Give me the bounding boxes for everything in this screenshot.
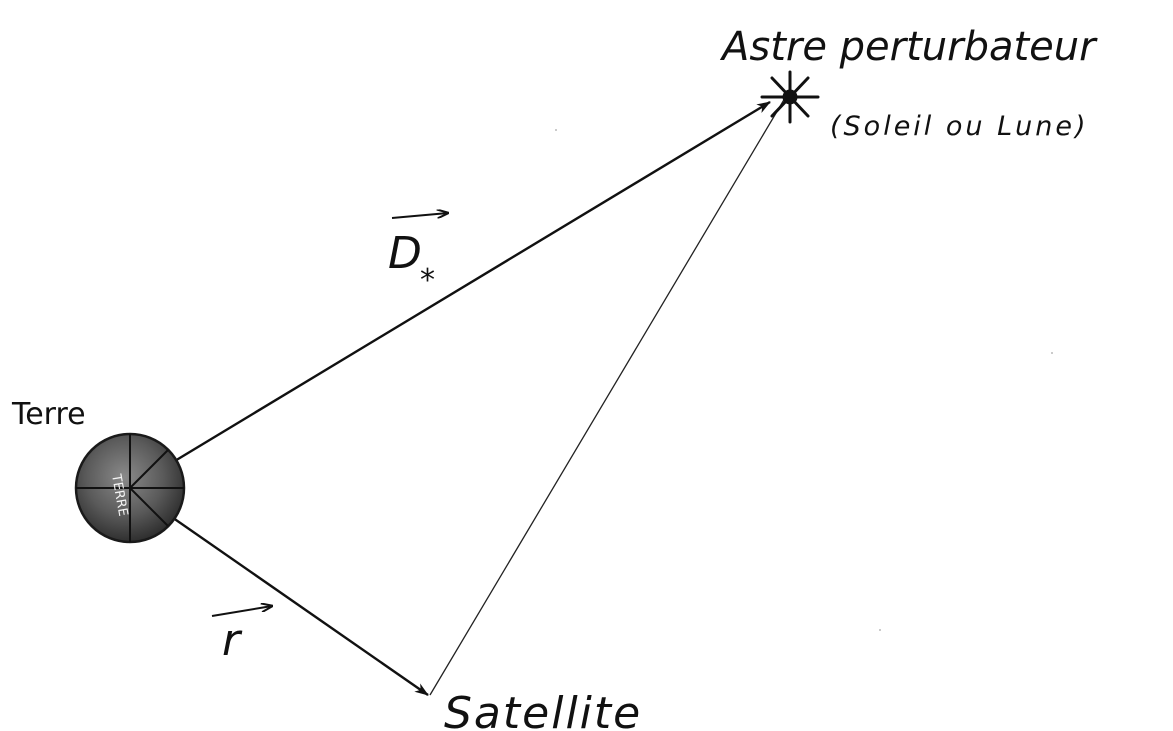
perturbing-body-label: Astre perturbateur — [719, 24, 1098, 70]
perturbing-body-note: (Soleil ou Lune) — [830, 111, 1089, 142]
satellite-to-body-line — [429, 97, 786, 696]
earth-inner-label: TERRE — [108, 472, 130, 517]
vector-D-symbol: D — [388, 228, 422, 279]
vector-r-line — [129, 487, 429, 696]
earth-label: Terre — [11, 397, 86, 432]
vector-D-label: D * — [388, 213, 448, 298]
vector-r-symbol: r — [222, 615, 243, 666]
star-icon — [760, 70, 820, 124]
satellite-label: Satellite — [444, 688, 642, 731]
vector-D-line — [129, 100, 771, 490]
vector-D-subscript: * — [420, 263, 435, 298]
globe-icon: TERRE — [74, 432, 186, 544]
vector-r-label: r — [211, 606, 272, 666]
